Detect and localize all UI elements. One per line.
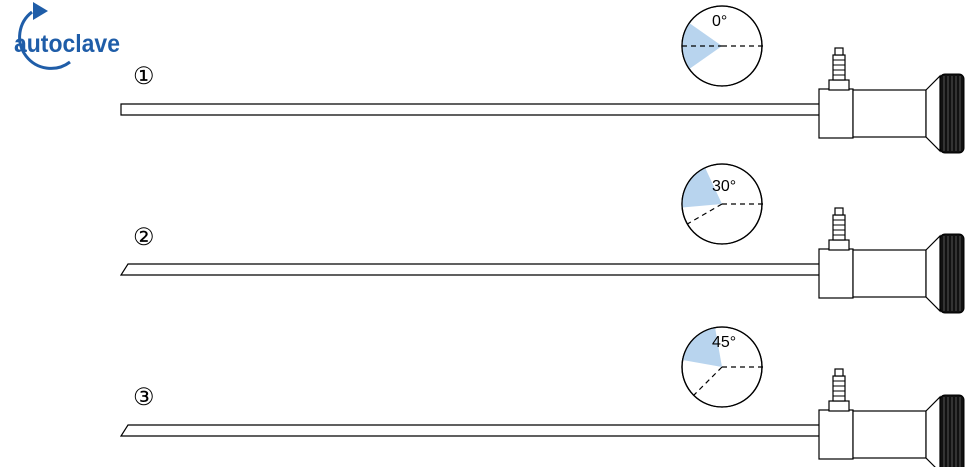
autoclave-arc-icon (18, 10, 71, 70)
field-of-view-diagram (681, 326, 766, 408)
scope-30-degree: ② 30° (119, 163, 965, 314)
collar (818, 248, 854, 299)
scope-body (818, 47, 965, 154)
scope-shaft (119, 424, 823, 437)
field-of-view-diagram (681, 163, 766, 245)
light-post (832, 375, 846, 402)
barrel (852, 89, 927, 138)
autoclave-text: autoclave (14, 30, 120, 58)
eyepiece-flare (925, 395, 941, 467)
shaft-tube (119, 424, 823, 437)
light-post-tip (834, 207, 844, 216)
field-of-view-wedge (682, 327, 722, 367)
scope-shaft (120, 103, 823, 116)
angle-label: 30° (712, 178, 736, 195)
shaft-tube (119, 263, 823, 276)
autoclave-logo: autoclave (14, 2, 120, 70)
viewing-direction-line (687, 203, 723, 225)
light-post-base (828, 239, 850, 251)
angle-label: 0° (712, 13, 727, 30)
angle-label: 45° (712, 334, 736, 351)
eyepiece-flare (925, 74, 941, 153)
barrel (852, 410, 927, 459)
scope-number: ③ (133, 384, 155, 411)
scope-number: ② (133, 224, 155, 251)
shaft-tube (120, 103, 823, 116)
scope-0-degree: ① 0° (120, 5, 965, 154)
light-post (832, 54, 846, 81)
light-post (832, 214, 846, 241)
collar (818, 409, 854, 460)
scope-body (818, 368, 965, 467)
field-of-view-diagram (681, 5, 766, 87)
eyepiece-flare (925, 234, 941, 313)
scope-45-degree: ③ 45° (119, 326, 965, 467)
light-post-tip (834, 368, 844, 377)
light-post-base (828, 400, 850, 412)
viewing-direction-line (693, 366, 723, 396)
light-post-base (828, 79, 850, 91)
scope-number: ① (133, 63, 155, 90)
autoclave-arrow-icon (33, 2, 48, 20)
collar (818, 88, 854, 139)
barrel (852, 249, 927, 298)
scope-shaft (119, 263, 823, 276)
light-post-tip (834, 47, 844, 56)
scope-body (818, 207, 965, 314)
